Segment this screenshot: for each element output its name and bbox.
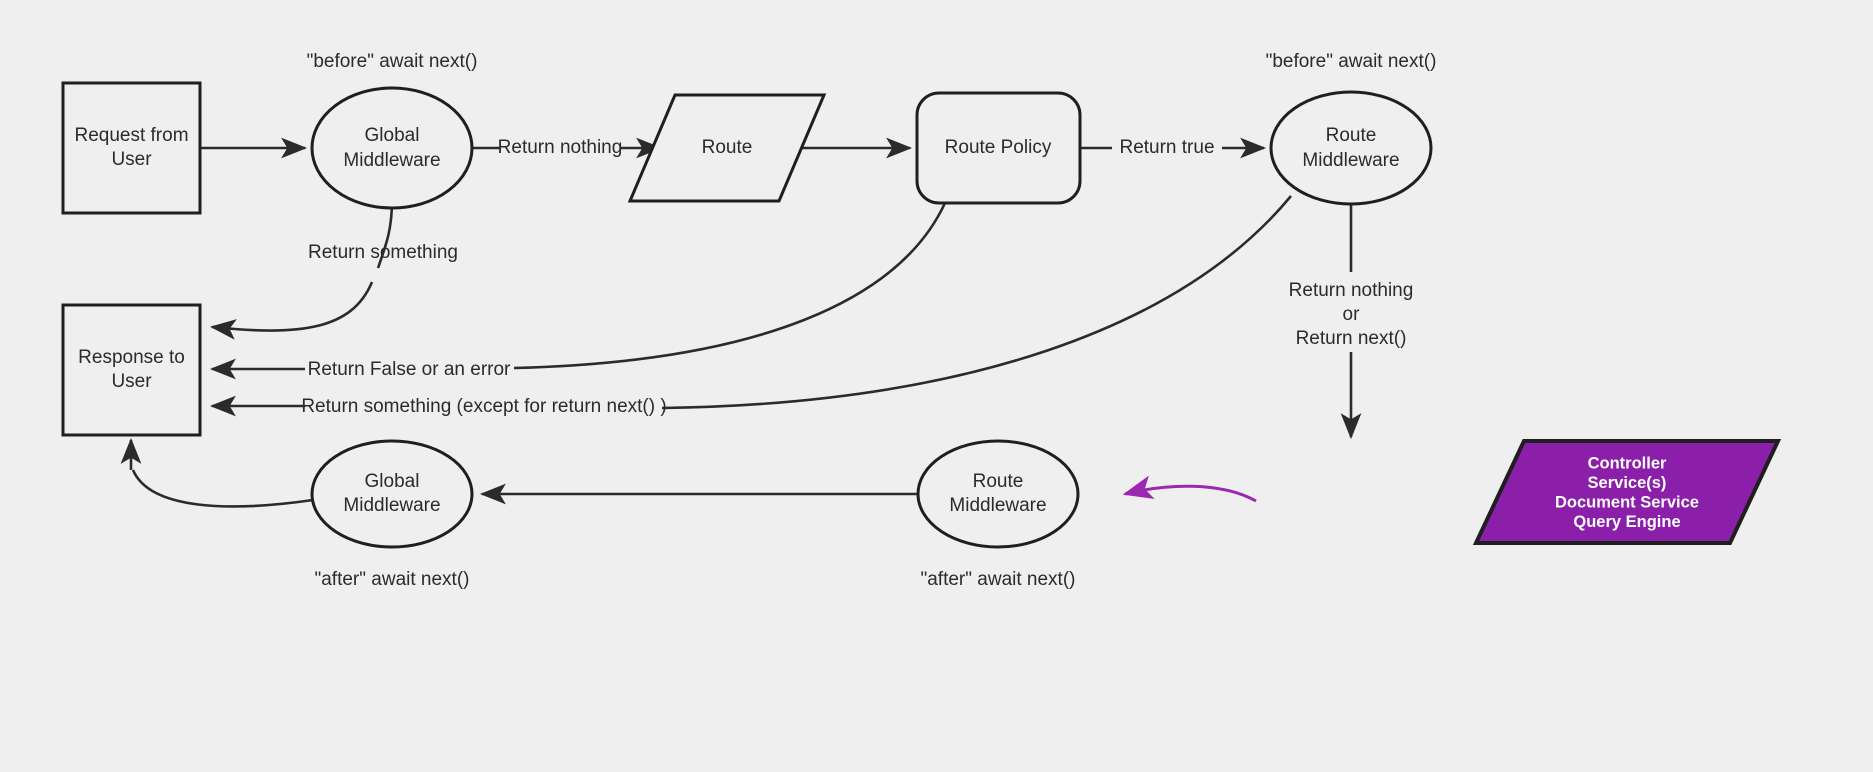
controller-services-line2: Service(s) — [1588, 474, 1667, 492]
node-route-middleware-after[interactable]: Route Middleware — [916, 439, 1080, 549]
node-route-middleware-before[interactable]: Route Middleware — [1269, 90, 1433, 206]
route-middleware-before-label-line2: Middleware — [1302, 150, 1399, 171]
route-middleware-before-label-line1: Route — [1326, 125, 1377, 146]
route-shape — [627, 93, 827, 203]
global-middleware-before-label-line1: Global — [365, 125, 420, 146]
edge-label-return-nothing-or-next-line1: Return nothing — [1289, 280, 1414, 301]
global-middleware-after-label-line1: Global — [365, 471, 420, 492]
edge-route-policy-to-response-curve — [513, 202, 947, 370]
node-route-policy[interactable]: Route Policy — [915, 91, 1082, 205]
controller-services-line3: Document Service — [1555, 493, 1699, 511]
node-request-from-user[interactable]: Request from User — [61, 81, 202, 215]
node-response-to-user[interactable]: Response to User — [61, 303, 202, 437]
response-to-user-shape — [61, 303, 202, 437]
controller-services-line4: Query Engine — [1573, 513, 1680, 531]
note-after-await-next-route: "after" await next() — [921, 569, 1076, 590]
response-to-user-label-line2: User — [111, 371, 152, 392]
edge-label-return-false-or-error: Return False or an error — [308, 359, 511, 380]
route-middleware-after-shape — [916, 439, 1080, 549]
edge-controller-to-route-middleware-after — [1122, 475, 1257, 503]
edge-label-return-nothing-or-next-line3: Return next() — [1296, 328, 1407, 349]
note-after-await-next-global: "after" await next() — [315, 569, 470, 590]
controller-services-shape — [1472, 439, 1782, 545]
request-from-user-shape — [61, 81, 202, 215]
request-from-user-label-line1: Request from — [74, 125, 188, 146]
edge-route-middleware-to-response-curve — [661, 195, 1293, 410]
response-to-user-label-line1: Response to — [78, 347, 185, 368]
edge-label-return-nothing: Return nothing — [498, 137, 623, 158]
route-middleware-after-label-line2: Middleware — [949, 495, 1046, 516]
edge-label-return-true: Return true — [1119, 137, 1214, 158]
edge-label-return-something: Return something — [308, 242, 458, 263]
edge-label-return-something-except-next: Return something (except for return next… — [301, 396, 666, 417]
global-middleware-before-label-line2: Middleware — [343, 150, 440, 171]
global-middleware-before-shape — [310, 86, 474, 210]
route-policy-label: Route Policy — [945, 137, 1052, 158]
node-global-middleware-after[interactable]: Global Middleware — [310, 439, 474, 549]
note-before-await-next-global: "before" await next() — [307, 51, 478, 72]
note-before-await-next-route: "before" await next() — [1266, 51, 1437, 72]
global-middleware-after-shape — [310, 439, 474, 549]
edge-label-return-nothing-or-next-line2: or — [1343, 304, 1361, 325]
global-middleware-after-label-line2: Middleware — [343, 495, 440, 516]
route-middleware-before-shape — [1269, 90, 1433, 206]
request-from-user-label-line2: User — [111, 149, 152, 170]
node-route[interactable]: Route — [627, 93, 827, 203]
controller-services-line1: Controller — [1588, 454, 1667, 472]
route-label: Route — [702, 137, 753, 158]
route-middleware-after-label-line1: Route — [973, 471, 1024, 492]
edge-global-middleware-after-to-response-curve — [131, 469, 314, 508]
route-policy-shape — [915, 91, 1082, 205]
node-controller-services[interactable]: Controller Service(s) Document Service Q… — [1472, 439, 1782, 545]
edge-global-middleware-to-response — [209, 281, 374, 340]
node-global-middleware-before[interactable]: Global Middleware — [310, 86, 474, 210]
